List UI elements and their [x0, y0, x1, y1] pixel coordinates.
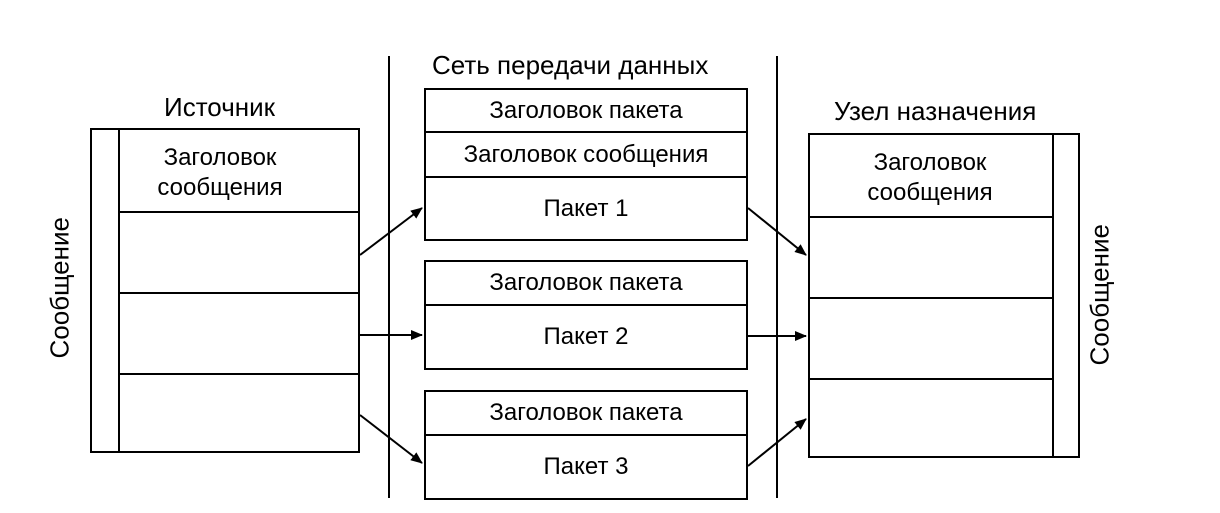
packet-3-packet-header: Заголовок пакета — [489, 399, 683, 426]
destination-divider-2 — [810, 297, 1052, 299]
arrow-packet-1-to-destination — [747, 207, 807, 256]
destination-divider-1 — [810, 216, 1052, 218]
source-divider-2 — [118, 292, 360, 294]
arrow-source-to-packet-1 — [359, 207, 423, 256]
packet-1-divider-2 — [426, 176, 746, 178]
destination-side-divider — [1052, 135, 1054, 456]
source-title: Источник — [164, 92, 275, 122]
packet-1-packet-header: Заголовок пакета — [489, 96, 683, 124]
source-divider-1 — [118, 211, 360, 213]
packet-3-divider — [426, 434, 746, 436]
network-left-boundary — [388, 56, 390, 498]
network-right-boundary — [776, 56, 778, 498]
packet-2-block: Заголовок пакета Пакет 2 — [424, 260, 748, 370]
source-divider-3 — [118, 373, 360, 375]
packet-1-block: Заголовок пакета Заголовок сообщения Пак… — [424, 88, 748, 241]
packet-2-packet-header: Заголовок пакета — [489, 269, 683, 296]
destination-message-header: Заголовок сообщения — [867, 149, 993, 206]
packet-1-message-header: Заголовок сообщения — [463, 140, 709, 168]
destination-divider-3 — [810, 378, 1052, 380]
source-message-block: Заголовок сообщения — [90, 128, 360, 453]
packet-3-label: Пакет 3 — [543, 453, 629, 480]
arrow-packet-3-to-destination — [747, 418, 807, 467]
arrow-source-to-packet-3 — [359, 414, 423, 464]
network-title: Сеть передачи данных — [432, 50, 709, 80]
source-message-header: Заголовок сообщения — [157, 144, 283, 201]
packet-3-block: Заголовок пакета Пакет 3 — [424, 390, 748, 500]
destination-message-block: Заголовок сообщения — [808, 133, 1080, 458]
source-side-divider — [118, 130, 120, 451]
packet-2-label: Пакет 2 — [543, 323, 629, 350]
packet-1-label: Пакет 1 — [543, 194, 629, 222]
packet-2-divider — [426, 304, 746, 306]
packet-1-divider-1 — [426, 131, 746, 133]
destination-title: Узел назначения — [834, 96, 1037, 126]
